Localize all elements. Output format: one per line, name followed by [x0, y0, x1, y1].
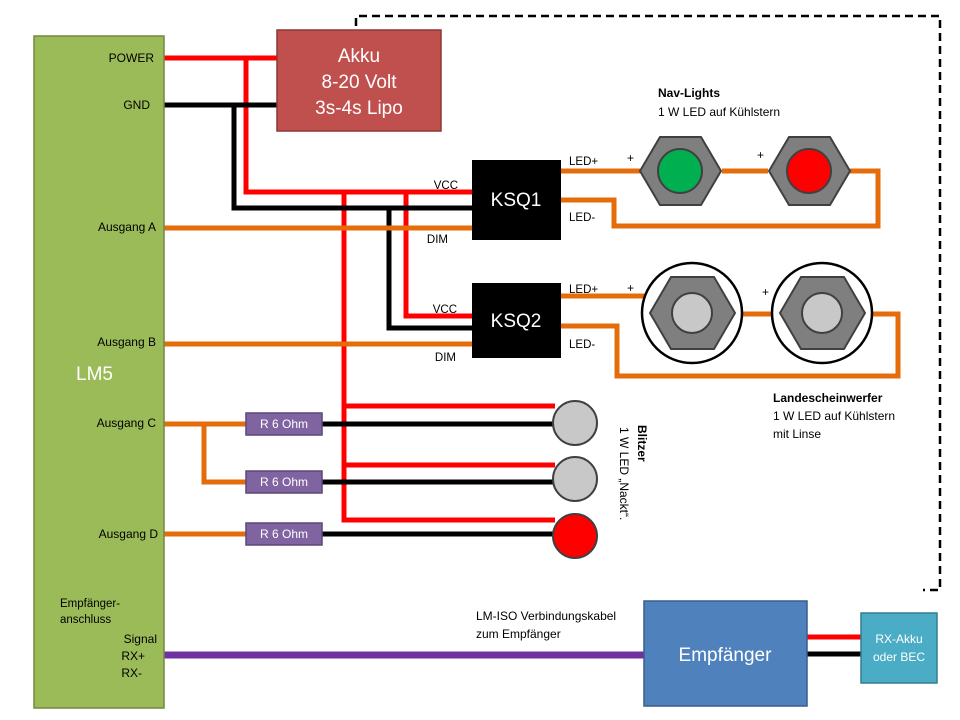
landing-2-plus-label: + — [762, 285, 769, 299]
strobe-led-2[interactable] — [552, 456, 598, 502]
rx-battery-box[interactable]: RX-Akku oder BEC — [860, 612, 938, 684]
resistor-1-label: R 6 Ohm — [260, 417, 308, 431]
power-wire-main — [243, 55, 472, 195]
lm5-port-rx-minus: RX- — [121, 666, 142, 680]
lm5-port-rx-plus: RX+ — [121, 649, 145, 663]
landing-1-plus-label: + — [627, 281, 634, 295]
lm5-port-power: POWER — [109, 51, 155, 65]
strobe-title: Blitzer — [635, 425, 649, 462]
cable-label-line1: LM-ISO Verbindungskabel — [476, 609, 616, 623]
nav-lights-title: Nav-Lights — [658, 86, 720, 100]
nav-green-plus-label: + — [627, 151, 634, 165]
ksq2-led-plus-label: LED+ — [569, 284, 598, 296]
ksq1-dim-label: DIM — [427, 234, 448, 246]
ksq1-label: KSQ1 — [491, 190, 542, 211]
gnd-wire-ksq2 — [386, 208, 472, 331]
ksq2-led-minus-label: LED- — [569, 339, 595, 351]
resistor-2-label: R 6 Ohm — [260, 475, 308, 489]
power-wire-ksq2-vcc — [403, 192, 472, 319]
ksq2-dim-label: DIM — [435, 352, 456, 364]
lm5-port-out-d: Ausgang D — [99, 527, 159, 541]
strobe-return-wires — [322, 421, 555, 537]
ksq1-vcc-label: VCC — [434, 180, 458, 192]
nav-lights-subtitle: 1 W LED auf Kühlstern — [658, 105, 780, 119]
battery-line-3: 3s-4s Lipo — [315, 98, 403, 119]
rx-battery-line1: RX-Akku — [875, 632, 922, 646]
signal-wires — [164, 168, 901, 537]
resistor-2[interactable]: R 6 Ohm — [245, 470, 323, 494]
ksq2-vcc-label: VCC — [433, 304, 457, 316]
landing-light-2[interactable] — [770, 261, 874, 365]
ksq1-led-minus-label: LED- — [569, 212, 595, 224]
lm5-module[interactable]: POWER GND Ausgang A Ausgang B Ausgang C … — [33, 35, 165, 709]
battery-line-1: Akku — [338, 46, 380, 67]
landing-lights-line3: mit Linse — [773, 427, 821, 441]
resistor-1[interactable]: R 6 Ohm — [245, 412, 323, 436]
ksq2-label: KSQ2 — [491, 311, 542, 332]
receiver-box[interactable]: Empfänger — [643, 600, 808, 707]
cable-label-line2: zum Empfänger — [476, 627, 561, 641]
receiver-label: Empfänger — [679, 645, 773, 666]
resistor-3-label: R 6 Ohm — [260, 527, 308, 541]
strobe-led-3[interactable] — [552, 513, 598, 559]
lm5-port-gnd: GND — [123, 98, 150, 112]
strobe-subtitle: 1 W LED „Nackt“. — [617, 427, 631, 520]
ksq2-module[interactable]: KSQ2 — [472, 283, 561, 358]
dashed-optional-line — [354, 14, 942, 592]
lm5-receiver-port-line2: anschluss — [60, 614, 111, 626]
rx-battery-line2: oder BEC — [873, 650, 925, 664]
wire-ksq1-led-minus — [561, 168, 881, 229]
battery-line-2: 8-20 Volt — [322, 72, 398, 93]
battery-box[interactable]: Akku 8-20 Volt 3s-4s Lipo — [276, 29, 442, 132]
lm5-receiver-port-line1: Empfänger- — [60, 598, 120, 610]
lm5-port-out-c: Ausgang C — [97, 416, 157, 430]
lm5-port-out-a: Ausgang A — [98, 220, 156, 234]
landing-light-1[interactable] — [640, 261, 744, 365]
lm5-label: LM5 — [76, 364, 113, 385]
nav-red-plus-label: + — [757, 148, 764, 162]
wire-out-c-r2 — [201, 424, 246, 485]
lm5-port-out-b: Ausgang B — [97, 335, 156, 349]
strobe-led-1[interactable] — [552, 400, 598, 446]
ksq1-module[interactable]: KSQ1 — [472, 160, 561, 240]
gnd-wire-main — [231, 105, 472, 211]
wire-ksq2-led-minus — [561, 311, 901, 379]
power-wire-strobes — [341, 192, 555, 523]
nav-light-red[interactable] — [767, 136, 852, 206]
ground-wires — [164, 102, 861, 657]
resistor-3[interactable]: R 6 Ohm — [245, 522, 323, 546]
nav-light-green[interactable] — [638, 136, 723, 206]
ksq1-led-plus-label: LED+ — [569, 156, 598, 168]
landing-lights-line2: 1 W LED auf Kühlstern — [773, 409, 895, 423]
power-wires — [164, 55, 861, 640]
landing-lights-title: Landescheinwerfer — [773, 391, 883, 405]
lm5-port-signal: Signal — [124, 632, 157, 646]
